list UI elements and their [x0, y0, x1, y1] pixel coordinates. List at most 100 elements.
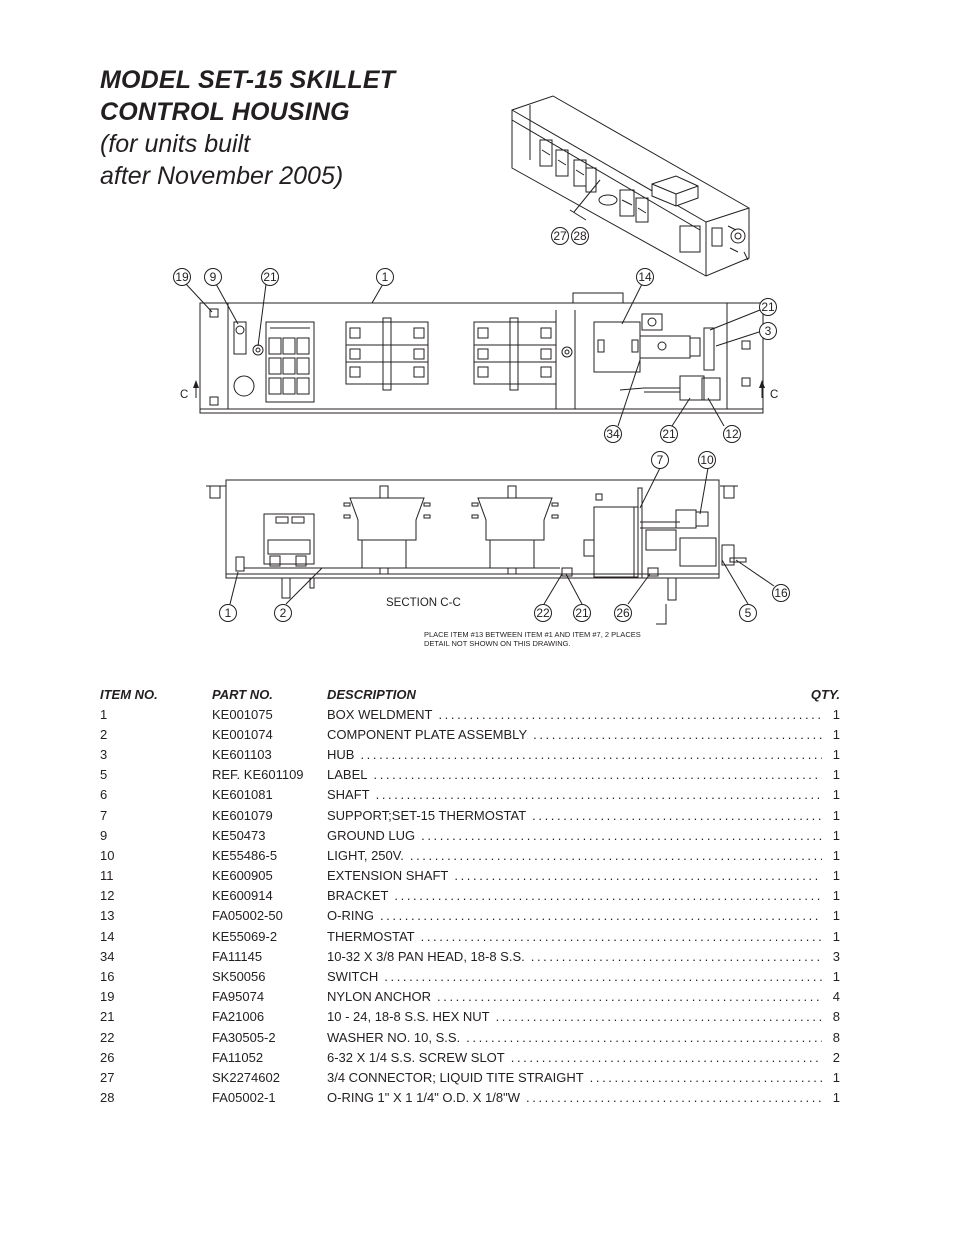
qty-cell: 1	[832, 868, 840, 884]
callout-21-bottom: 21	[662, 427, 676, 441]
dot-leader	[394, 888, 822, 903]
page-subtitle: (for units built after November 2005)	[100, 128, 343, 192]
item-no-cell: 28	[100, 1090, 115, 1106]
table-row: 6KE601081SHAFT1	[100, 785, 840, 805]
part-no-cell: REF. KE601109	[212, 767, 304, 783]
item-no-cell: 16	[100, 969, 115, 985]
callout-3: 3	[765, 324, 772, 338]
qty-cell: 1	[832, 969, 840, 985]
description-cell: LABEL	[327, 767, 822, 782]
dot-leader	[531, 949, 822, 964]
callout-21-right: 21	[761, 300, 775, 314]
item-no-cell: 27	[100, 1069, 115, 1085]
dot-leader	[373, 767, 822, 782]
part-no-cell: SK2274602	[212, 1069, 280, 1085]
callout-2: 2	[280, 606, 287, 620]
description-cell: O-RING 1" X 1 1/4" O.D. X 1/8"W	[327, 1090, 822, 1105]
description-text: LABEL	[327, 767, 368, 783]
technical-drawing: 27 28	[173, 95, 790, 648]
item-no-cell: 26	[100, 1049, 115, 1065]
qty-cell: 1	[832, 787, 840, 803]
item-no-cell: 7	[100, 807, 108, 823]
isometric-view	[511, 95, 750, 277]
dot-leader	[380, 908, 822, 923]
table-row: 16SK50056SWITCH1	[100, 966, 840, 986]
drawing-note-line-2: DETAIL NOT SHOWN ON THIS DRAWING.	[424, 639, 571, 648]
section-view	[206, 479, 747, 601]
qty-cell: 1	[832, 706, 840, 722]
part-no-cell: FA95074	[212, 989, 265, 1005]
part-no-cell: KE001075	[212, 706, 273, 722]
title-line-1: MODEL SET-15 SKILLET	[100, 66, 396, 94]
callout-10: 10	[700, 453, 714, 467]
drawing-note-line-1: PLACE ITEM #13 BETWEEN ITEM #1 AND ITEM …	[424, 630, 641, 639]
description-cell: 6-32 X 1/4 S.S. SCREW SLOT	[327, 1050, 822, 1065]
table-row: 27 SK2274602 3/4 CONNECTOR; LIQUID TITE ST…	[100, 1067, 840, 1087]
dot-leader	[384, 969, 822, 984]
section-marker-left: C	[180, 389, 188, 401]
item-no-cell: 6	[100, 787, 108, 803]
callout-5: 5	[745, 606, 752, 620]
description-cell: 10 - 24, 18-8 S.S. HEX NUT	[327, 1009, 822, 1024]
description-text: HUB	[327, 746, 355, 762]
description-text: O-RING 1" X 1 1/4" O.D. X 1/8"W	[327, 1090, 521, 1106]
callout-28: 28	[573, 229, 587, 243]
parts-table-header: ITEM NO. PART NO. DESCRIPTION QTY.	[100, 684, 840, 704]
callout-34: 34	[606, 427, 620, 441]
qty-cell: 1	[832, 807, 840, 823]
part-no-cell: FA21006	[212, 1009, 265, 1025]
qty-cell: 8	[832, 1029, 840, 1045]
description-text: EXTENSION SHAFT	[327, 868, 449, 884]
part-no-cell: KE001074	[212, 726, 273, 742]
header-description: DESCRIPTION	[327, 686, 416, 702]
header-part-no: PART NO.	[212, 686, 273, 702]
callout-16: 16	[774, 586, 788, 600]
description-cell: BOX WELDMENT	[327, 707, 822, 722]
parts-table-body: 1 KE001075 BOX WELDMENT 1 2KE001074COMPONENT…	[100, 704, 840, 1108]
description-text: SUPPORT;SET-15 THERMOSTAT	[327, 807, 527, 823]
description-cell: 10-32 X 3/8 PAN HEAD, 18-8 S.S.	[327, 949, 822, 964]
header-item-no: ITEM NO.	[100, 686, 158, 702]
description-cell: HUB	[327, 747, 822, 762]
description-cell: WASHER NO. 10, S.S.	[327, 1030, 822, 1045]
description-text: 10-32 X 3/8 PAN HEAD, 18-8 S.S.	[327, 948, 525, 964]
description-text: BOX WELDMENT	[327, 706, 433, 722]
description-cell: THERMOSTAT	[327, 929, 822, 944]
table-row: 21 FA21006 10 - 24, 18-8 S.S. HEX NUT 8	[100, 1007, 840, 1027]
item-no-cell: 1	[100, 706, 108, 722]
description-cell: SUPPORT;SET-15 THERMOSTAT	[327, 808, 822, 823]
callout-27: 27	[553, 229, 567, 243]
table-row: 12KE600914BRACKET1	[100, 886, 840, 906]
qty-cell: 1	[832, 847, 840, 863]
part-no-cell: KE600905	[212, 868, 273, 884]
part-no-cell: KE601079	[212, 807, 273, 823]
dot-leader	[532, 808, 822, 823]
description-text: LIGHT, 250V.	[327, 847, 404, 863]
qty-cell: 8	[832, 1009, 840, 1025]
qty-cell: 1	[832, 767, 840, 783]
dot-leader	[511, 1050, 822, 1065]
part-no-cell: FA05002-50	[212, 908, 283, 924]
description-text: THERMOSTAT	[327, 928, 415, 944]
description-cell: 3/4 CONNECTOR; LIQUID TITE STRAIGHT	[327, 1070, 822, 1085]
description-text: GROUND LUG	[327, 827, 416, 843]
description-text: SWITCH	[327, 969, 379, 985]
item-no-cell: 21	[100, 1009, 115, 1025]
top-view	[199, 292, 764, 414]
dot-leader	[533, 727, 822, 742]
item-no-cell: 3	[100, 746, 108, 762]
description-cell: SWITCH	[327, 969, 822, 984]
dot-leader	[526, 1090, 822, 1105]
description-cell: EXTENSION SHAFT	[327, 868, 822, 883]
item-no-cell: 13	[100, 908, 115, 924]
part-no-cell: FA30505-2	[212, 1029, 276, 1045]
dot-leader	[438, 707, 822, 722]
item-no-cell: 14	[100, 928, 115, 944]
qty-cell: 1	[832, 746, 840, 762]
dot-leader	[496, 1009, 822, 1024]
